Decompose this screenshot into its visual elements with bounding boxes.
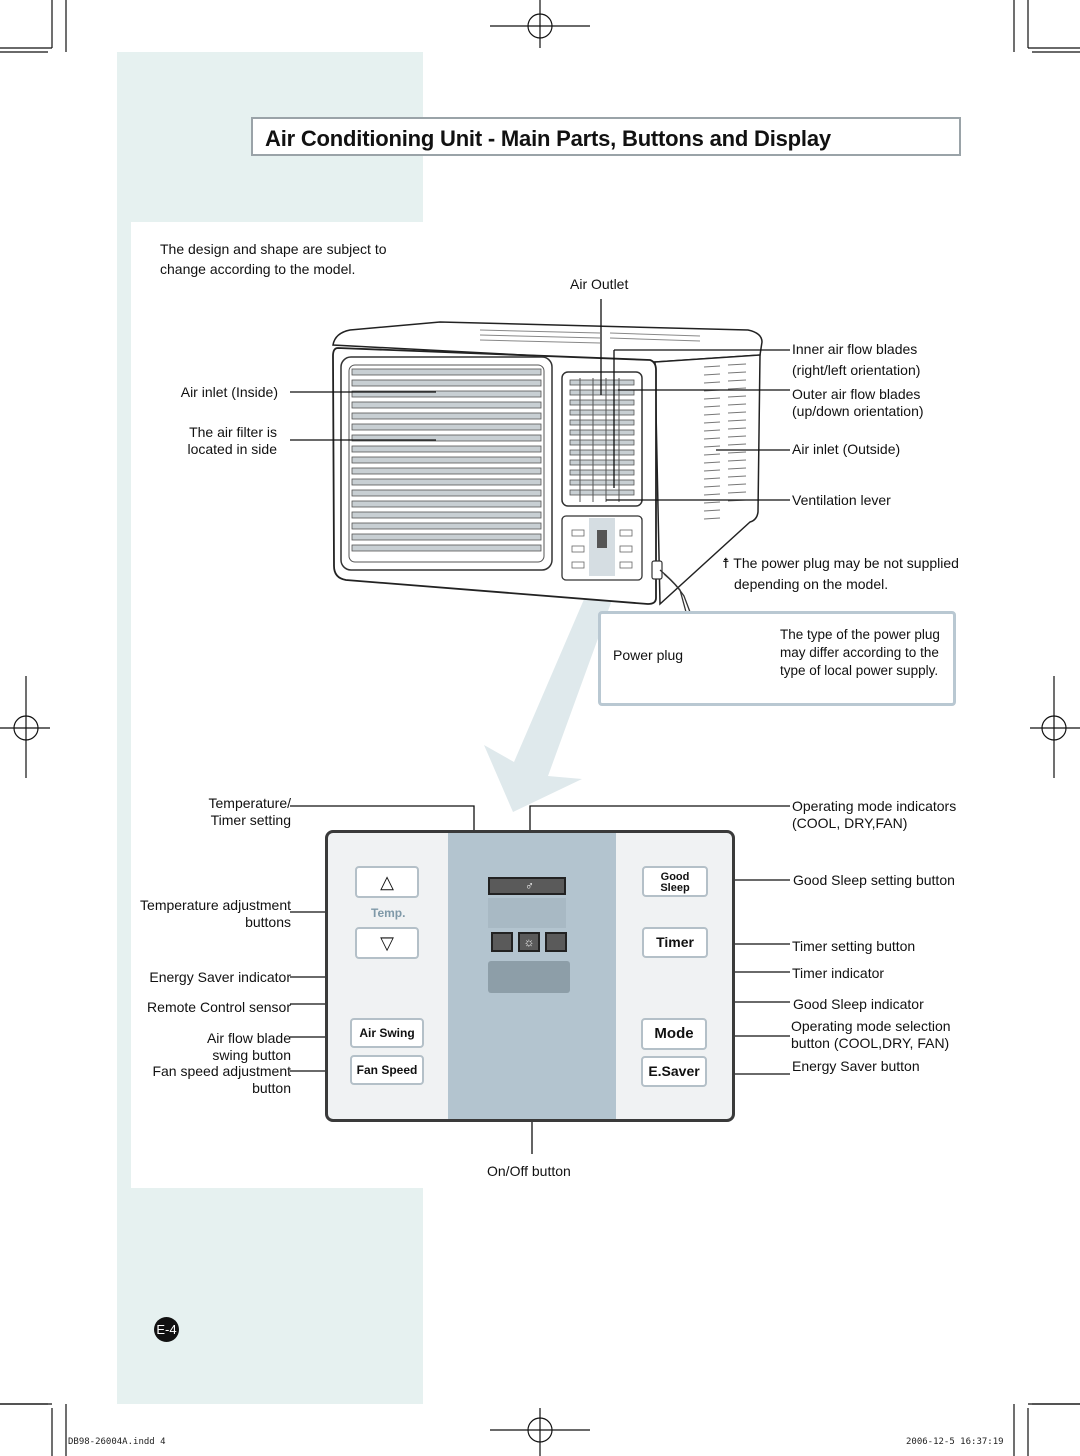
temp-up-button[interactable]: △ bbox=[355, 866, 419, 898]
air-swing-button[interactable]: Air Swing bbox=[350, 1018, 424, 1048]
label-remote-sensor: Remote Control sensor bbox=[147, 999, 291, 1015]
label-power-plug: Power plug bbox=[613, 647, 684, 663]
energy-saver-indicator bbox=[491, 932, 513, 952]
footer-date: 2006-12-5 16:37:19 bbox=[906, 1437, 1004, 1447]
footer-file: DB98-26004A.indd 4 bbox=[68, 1437, 166, 1447]
label-onoff-button: On/Off button bbox=[487, 1163, 571, 1179]
page-title: Air Conditioning Unit - Main Parts, Butt… bbox=[265, 126, 831, 151]
label-fan-speed: Fan speed adjustment button bbox=[152, 1063, 291, 1096]
label-timer-indicator: Timer indicator bbox=[792, 965, 885, 981]
label-inner-blades: Inner air flow blades (right/left orient… bbox=[792, 341, 921, 378]
front-grille-slats bbox=[351, 368, 542, 552]
label-air-filter: The air filter is located in side bbox=[187, 424, 277, 457]
title-box: Air Conditioning Unit - Main Parts, Butt… bbox=[251, 117, 961, 156]
label-air-inlet-outside: Air inlet (Outside) bbox=[792, 441, 901, 457]
mode-button[interactable]: Mode bbox=[641, 1018, 707, 1050]
background-band-left bbox=[117, 52, 131, 1404]
good-sleep-indicator: ☼ bbox=[518, 932, 540, 952]
label-timer-button: Timer setting button bbox=[792, 938, 916, 954]
leader-lines-unit bbox=[290, 299, 790, 501]
unit-side bbox=[654, 354, 761, 606]
timer-indicator bbox=[545, 932, 567, 952]
top-vents bbox=[479, 329, 701, 344]
timer-button[interactable]: Timer bbox=[642, 927, 708, 958]
label-air-swing: Air flow blade swing button bbox=[206, 1030, 291, 1063]
label-air-inlet-inside: Air inlet (Inside) bbox=[180, 384, 278, 400]
label-mode-indicators: Operating mode indicators (COOL, DRY,FAN… bbox=[792, 798, 957, 831]
side-vents bbox=[703, 363, 747, 520]
design-note: The design and shape are subject to chan… bbox=[160, 241, 387, 277]
good-sleep-button[interactable]: Good Sleep bbox=[642, 866, 708, 897]
remote-control-sensor bbox=[488, 961, 570, 993]
background-band-bottom bbox=[117, 1188, 423, 1404]
temp-down-button[interactable]: ▽ bbox=[355, 927, 419, 959]
note-symbol: ☨ bbox=[722, 555, 734, 571]
power-plug-box bbox=[598, 611, 956, 706]
label-mode-button: Operating mode selection button (COOL,DR… bbox=[791, 1018, 951, 1051]
label-energy-indicator: Energy Saver indicator bbox=[149, 969, 291, 985]
temp-display-area bbox=[488, 898, 566, 928]
label-plug-note: ☨ The power plug may be not supplied dep… bbox=[722, 555, 959, 592]
outlet-blades bbox=[569, 379, 635, 496]
label-outer-blades: Outer air flow blades (up/down orientati… bbox=[792, 386, 924, 419]
label-air-outlet: Air Outlet bbox=[570, 276, 629, 292]
label-plug-type: The type of the power plug may differ ac… bbox=[780, 627, 940, 678]
label-good-sleep-button: Good Sleep setting button bbox=[793, 872, 955, 888]
temp-label: Temp. bbox=[371, 906, 406, 920]
label-ventilation-lever: Ventilation lever bbox=[792, 492, 891, 508]
label-temp-adjust: Temperature adjustment buttons bbox=[140, 897, 291, 930]
power-cord-socket bbox=[651, 560, 663, 580]
label-good-sleep-indicator: Good Sleep indicator bbox=[793, 996, 924, 1012]
page-number: E-4 bbox=[154, 1317, 179, 1342]
label-temp-timer: Temperature/ Timer setting bbox=[208, 795, 291, 828]
e-saver-button[interactable]: E.Saver bbox=[641, 1056, 707, 1087]
mode-indicator-display bbox=[488, 877, 566, 895]
display-icon: ♂ bbox=[525, 879, 534, 893]
pointer-arrow bbox=[484, 590, 612, 812]
label-esaver-button: Energy Saver button bbox=[792, 1058, 920, 1074]
fan-speed-button[interactable]: Fan Speed bbox=[350, 1055, 424, 1085]
